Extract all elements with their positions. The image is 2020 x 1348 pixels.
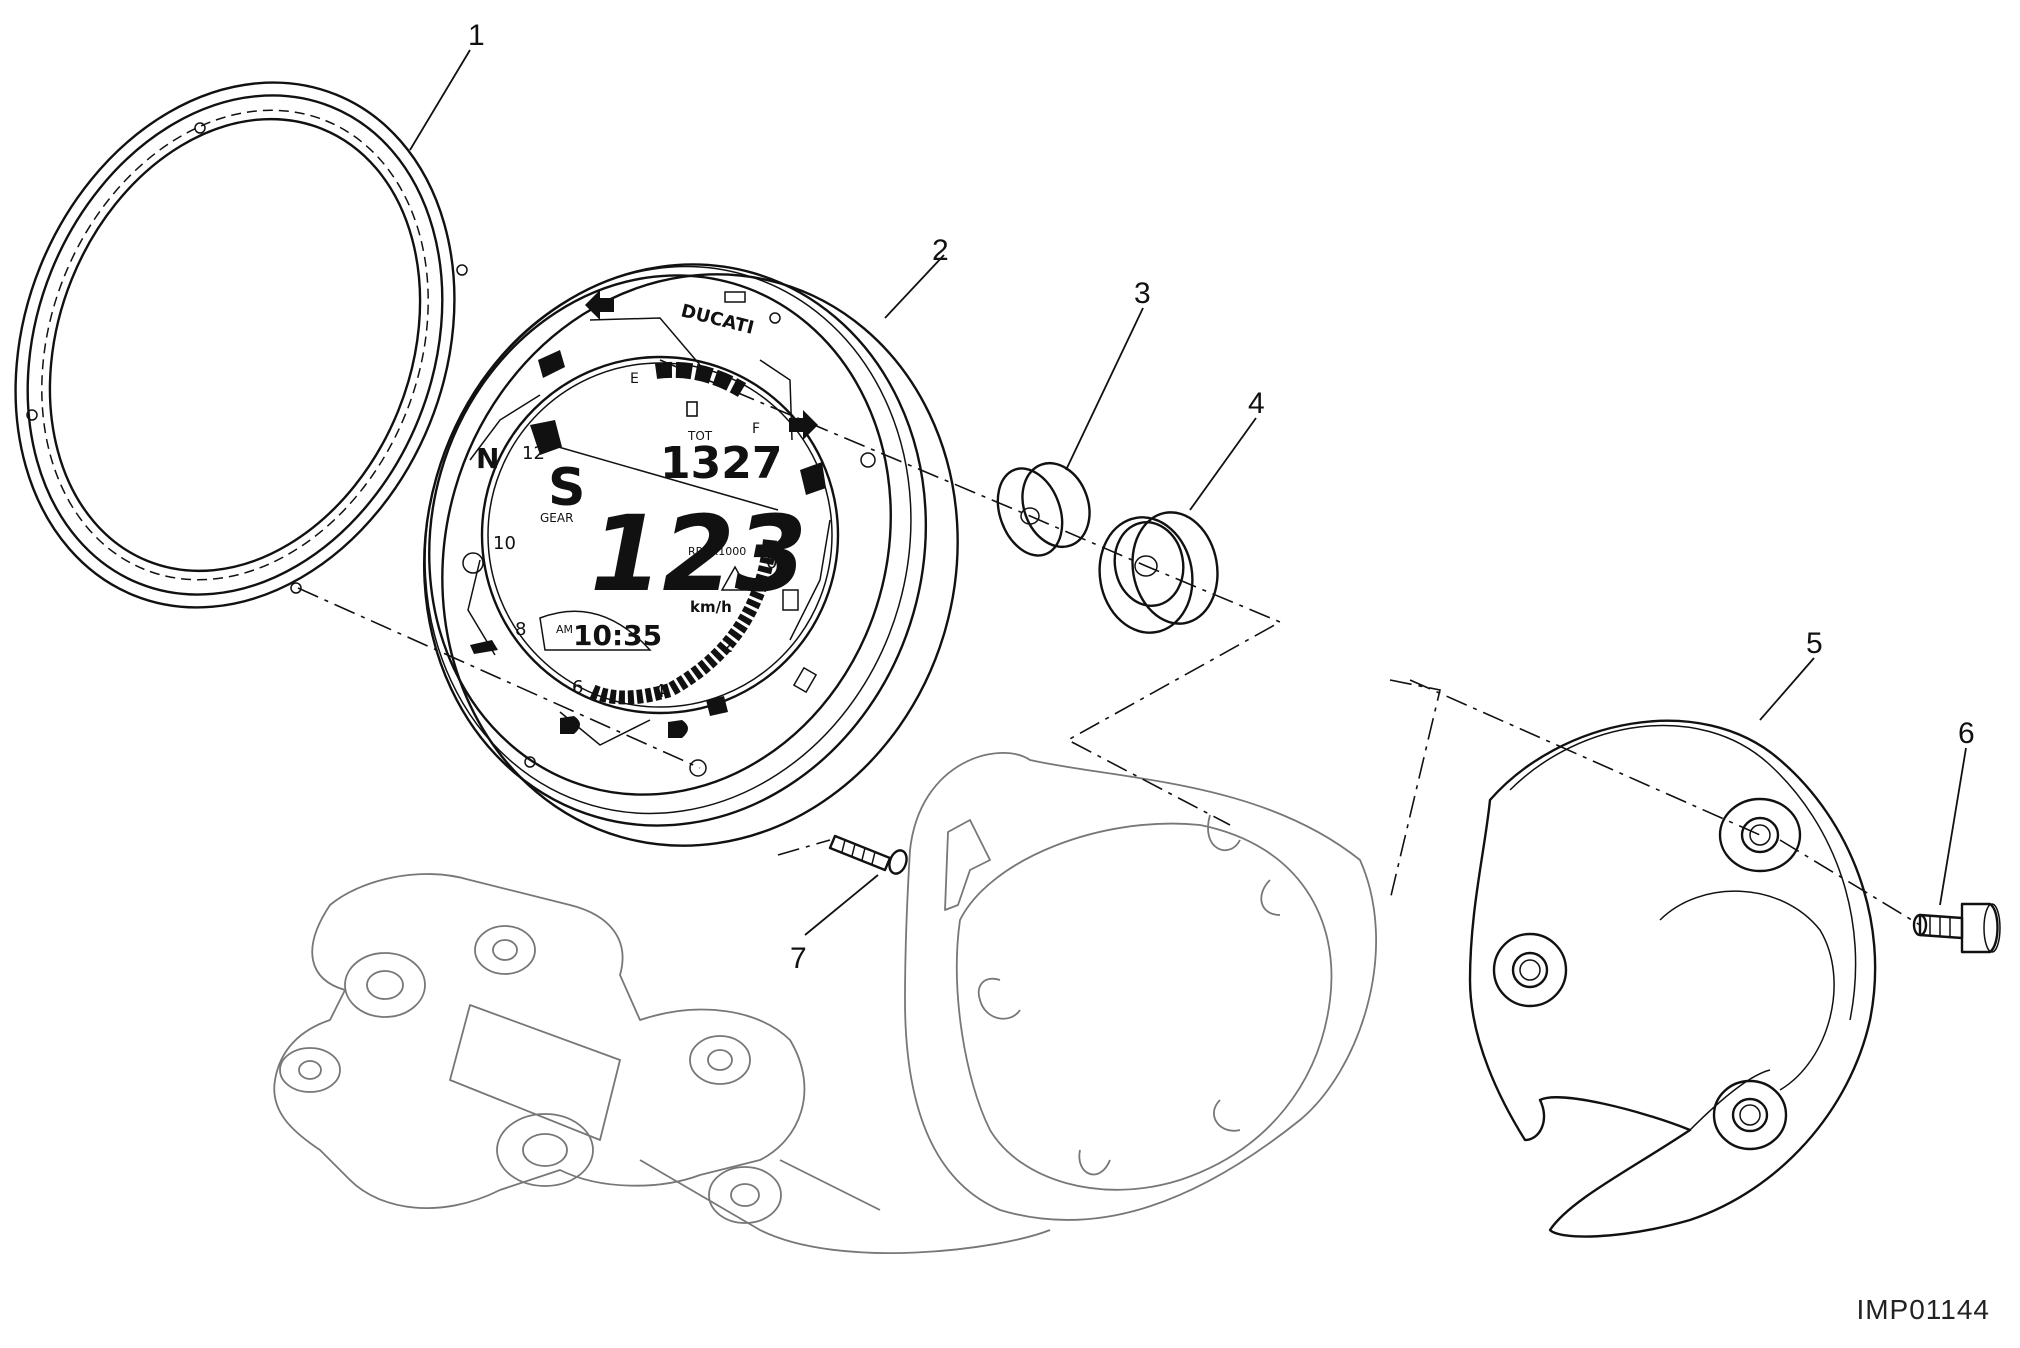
odometer-value: 1327 (660, 438, 782, 489)
callout-5: 5 (1806, 627, 1823, 660)
tacho-mark-10: 10 (493, 533, 516, 554)
clock-ampm: AM (556, 623, 573, 636)
fuel-pump-icon (686, 401, 698, 417)
part-7-screw (828, 834, 908, 875)
fuel-gauge-bar: E F (630, 361, 760, 437)
speed-value: 123 (590, 493, 807, 615)
tacho-mark-12: 12 (522, 443, 545, 464)
rpm-label: RPMx1000 (688, 545, 746, 558)
part-4-grommet (1098, 511, 1219, 634)
assembly-axis-lines (297, 359, 1921, 926)
part-3-grommet (996, 461, 1091, 557)
part-5-rear-cover (1468, 719, 1877, 1238)
callout-6: 6 (1958, 717, 1975, 750)
engine-warning-icon (706, 696, 728, 716)
lcd-display (480, 355, 840, 715)
left-turn-icon (585, 290, 614, 320)
tacho-mark-6: 6 (572, 677, 583, 698)
gear-indicator: S (548, 458, 585, 518)
callout-1: 1 (468, 19, 485, 52)
part-2-instrument-panel: E F DUCATI 12 10 8 6 4 2 0 N S GEAR (422, 263, 959, 847)
low-beam-icon (560, 716, 580, 734)
fuel-reserve-icon (782, 589, 799, 611)
tacho-mark-8: 8 (515, 619, 526, 640)
callout-7: 7 (790, 942, 807, 975)
speed-unit: km/h (690, 598, 732, 616)
part-1-bezel-ring (14, 81, 468, 609)
callout-3: 3 (1134, 277, 1151, 310)
high-beam-icon (668, 720, 688, 738)
callout-2: 2 (932, 234, 949, 267)
fuel-empty-label: E (630, 371, 639, 387)
callout-4: 4 (1248, 387, 1265, 420)
rpm-bar-segments (586, 539, 777, 705)
callout-numbers: 1 2 3 4 5 6 7 (468, 19, 1975, 975)
tacho-mark-2: 2 (722, 636, 733, 657)
oil-pressure-icon (470, 640, 498, 654)
brand-logo: DUCATI (679, 300, 756, 338)
fuel-full-label: F (752, 421, 760, 437)
clock-value: 10:35 (573, 619, 662, 652)
tot-label: TOT (687, 429, 713, 443)
gear-label: GEAR (540, 511, 573, 525)
leader-lines (409, 49, 1967, 936)
right-turn-icon (789, 410, 818, 440)
warning-triangle-icon (720, 565, 750, 591)
instrument-support-bracket (273, 752, 1378, 1254)
neutral-indicator: N (476, 442, 499, 475)
drawing-code: IMP01144 (1856, 1294, 1990, 1325)
part-6-screw (1912, 902, 2001, 954)
abs-icon (462, 552, 484, 574)
